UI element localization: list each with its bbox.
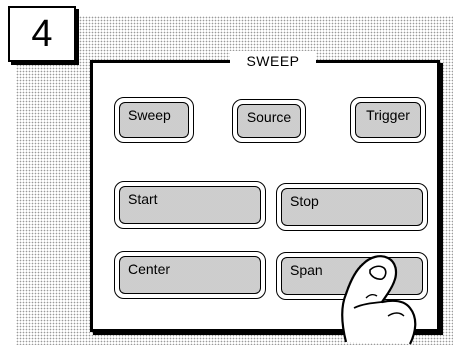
source-button-face: Source: [237, 104, 301, 138]
trigger-button[interactable]: Trigger: [350, 97, 426, 143]
step-number-box: 4: [8, 6, 76, 62]
trigger-button-face: Trigger: [355, 102, 421, 138]
sweep-button[interactable]: Sweep: [114, 97, 194, 143]
sweep-button-face: Sweep: [119, 102, 189, 138]
panel-title: SWEEP: [230, 51, 316, 71]
source-button[interactable]: Source: [232, 99, 306, 143]
stop-button-face: Stop: [281, 188, 423, 226]
center-button-face: Center: [119, 256, 261, 294]
start-button-face: Start: [119, 186, 261, 224]
step-number: 4: [31, 15, 52, 53]
pointing-finger-icon: [330, 248, 450, 345]
stop-button[interactable]: Stop: [276, 183, 428, 231]
start-button[interactable]: Start: [114, 181, 266, 229]
center-button[interactable]: Center: [114, 251, 266, 299]
